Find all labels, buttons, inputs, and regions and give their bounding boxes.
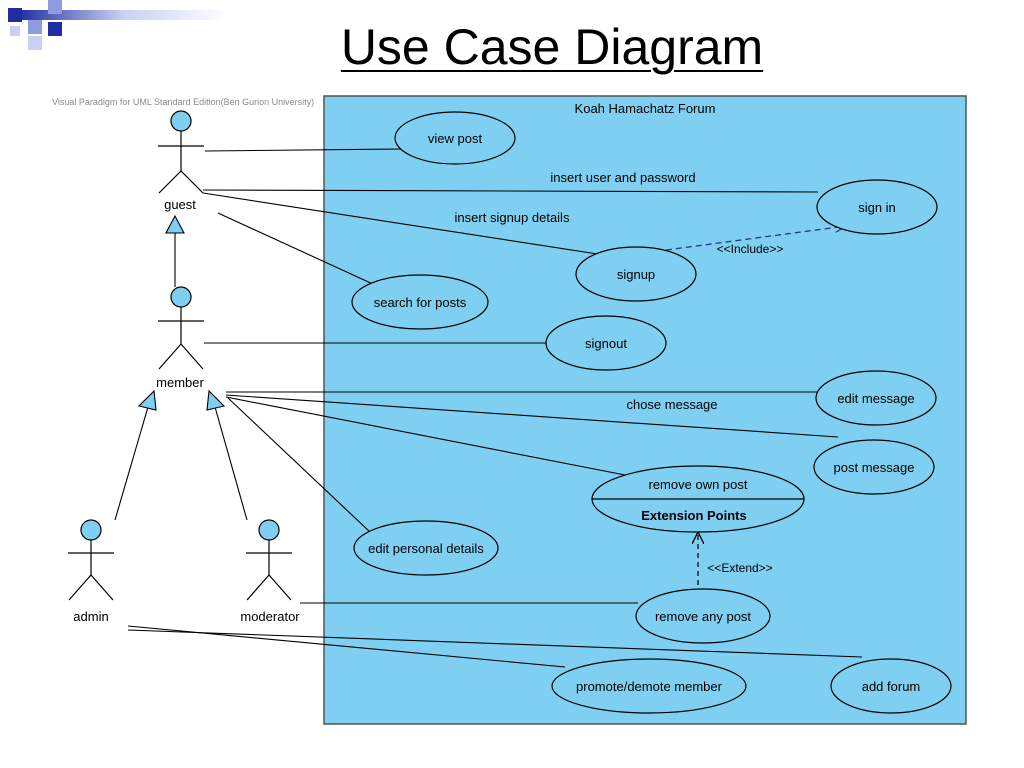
usecase-view-post: view post [394,111,516,165]
svg-text:edit message: edit message [837,391,914,406]
assoc-guest-search [217,212,376,286]
label-insert-user-password: insert user and password [550,170,695,185]
assoc-member-postmessage [225,394,839,438]
actor-admin: admin [68,519,114,624]
associations [127,148,863,668]
svg-text:remove own post: remove own post [649,477,748,492]
actor-admin-head [80,519,102,541]
svg-text:view post: view post [428,131,483,146]
assoc-guest-signup [202,192,605,256]
label-insert-signup-details: insert signup details [455,210,570,225]
actor-moderator-label: moderator [240,609,300,624]
usecase-signup: signup [575,246,697,302]
svg-text:edit personal details: edit personal details [368,541,484,556]
actor-member: member [156,286,205,390]
svg-text:post message: post message [834,460,915,475]
assoc-member-removeown [225,396,626,476]
usecase-remove-any-post: remove any post [635,588,771,644]
usecase-signout: signout [545,315,667,371]
extension-points-label: Extension Points [641,508,746,523]
actor-guest-head [170,110,192,132]
gen-arrow-guest [165,214,185,234]
assoc-admin-addforum [127,629,863,658]
corner-decoration [0,0,330,60]
usecase-sign-in: sign in [816,179,938,235]
gen-admin-member [114,406,149,521]
system-name: Koah Hamachatz Forum [575,101,716,116]
svg-text:signup: signup [617,267,655,282]
svg-text:search for posts: search for posts [374,295,467,310]
extend-stereotype: <<Extend>> [707,561,772,575]
assoc-guest-viewpost [204,148,403,152]
usecase-post-message: post message [813,439,935,495]
usecase-remove-own-post: remove own post Extension Points [591,465,805,533]
include-stereotype: <<Include>> [717,242,784,256]
gen-moderator-member [214,406,248,521]
actor-member-label: member [156,375,204,390]
svg-text:add forum: add forum [862,679,921,694]
svg-text:remove any post: remove any post [655,609,751,624]
usecase-edit-message: edit message [815,370,937,426]
actor-moderator: moderator [240,519,300,624]
actor-guest: guest [158,110,204,212]
actor-member-head [170,286,192,308]
svg-text:sign in: sign in [858,200,896,215]
actor-guest-label: guest [164,197,196,212]
usecase-edit-personal-details: edit personal details [353,520,499,576]
actor-moderator-head [258,519,280,541]
generalizations [114,214,248,521]
gen-arrow-member-right [206,389,226,411]
slide-title: Use Case Diagram [340,19,764,75]
include-dependency [665,226,846,251]
label-chose-message: chose message [626,397,717,412]
assoc-guest-signin [202,189,819,193]
assoc-member-editpersonal [227,397,371,533]
svg-text:signout: signout [585,336,627,351]
svg-text:promote/demote member: promote/demote member [576,679,723,694]
usecase-promote-demote: promote/demote member [551,658,747,714]
actor-admin-label: admin [73,609,108,624]
usecase-search-posts: search for posts [351,274,489,330]
watermark-text: Visual Paradigm for UML Standard Edition… [52,97,314,107]
usecase-add-forum: add forum [830,658,952,714]
gen-arrow-member-left [137,389,157,411]
